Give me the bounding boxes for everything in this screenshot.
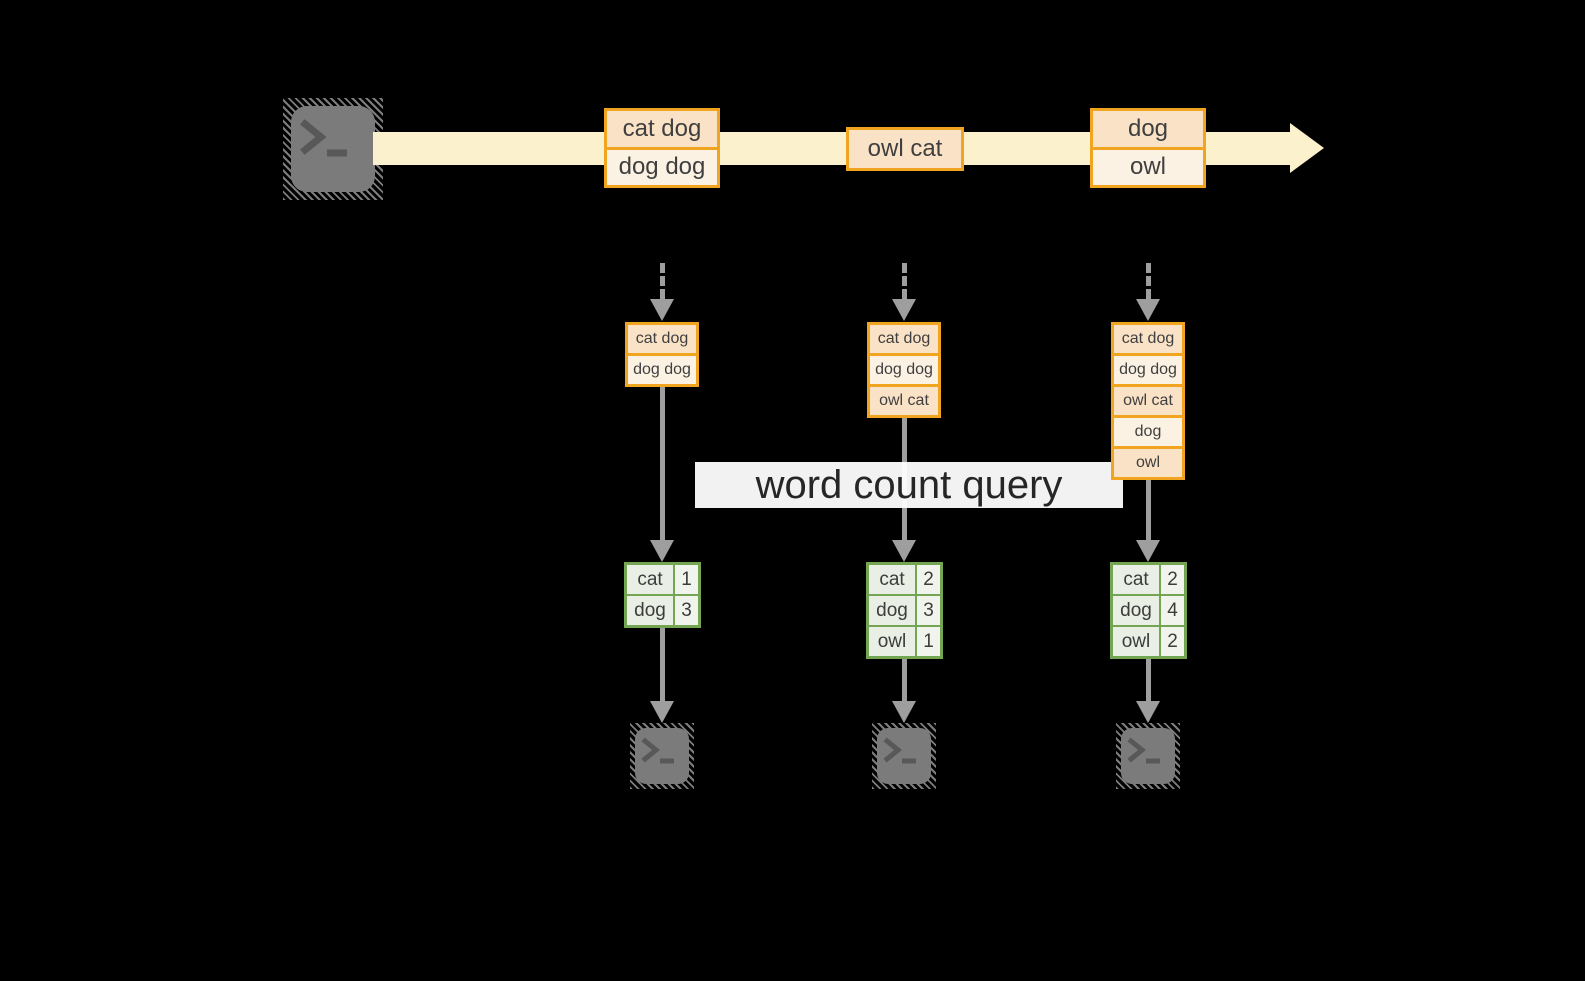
terminal-screen xyxy=(1121,728,1175,784)
input-buffer: cat dog dog dog xyxy=(625,322,699,387)
count-word: owl xyxy=(1113,627,1159,656)
buffer-line: cat dog xyxy=(1114,325,1182,353)
arrow-down-icon xyxy=(650,701,674,723)
count-value: 1 xyxy=(675,565,698,594)
event-word-line: cat dog xyxy=(607,111,717,147)
stream-timeline-arrowhead-icon xyxy=(1290,123,1324,173)
stream-event: owl cat xyxy=(846,127,964,171)
sink-terminal-icon xyxy=(630,723,694,789)
arrow-down-icon xyxy=(650,299,674,321)
count-word: dog xyxy=(627,596,673,625)
buffer-line: cat dog xyxy=(870,325,938,353)
input-buffer: cat dog dog dog owl cat xyxy=(867,322,941,418)
count-word: dog xyxy=(1113,596,1159,625)
arrow-down-icon xyxy=(1136,540,1160,562)
count-word: cat xyxy=(627,565,673,594)
arrow-down-icon xyxy=(892,701,916,723)
count-word: cat xyxy=(869,565,915,594)
arrow-down-icon xyxy=(1136,701,1160,723)
arrow-down-icon xyxy=(892,540,916,562)
event-word-line: owl cat xyxy=(849,130,961,168)
terminal-screen xyxy=(291,106,375,192)
event-word-line: dog dog xyxy=(607,146,717,185)
word-count-query-label: word count query xyxy=(695,462,1123,508)
dashed-arrow-line xyxy=(1146,263,1151,299)
count-word: owl xyxy=(869,627,915,656)
terminal-prompt-icon xyxy=(883,737,916,764)
buffer-line: dog dog xyxy=(1114,353,1182,384)
flow-arrow-line xyxy=(660,628,665,701)
event-word-line: owl xyxy=(1093,146,1203,185)
arrow-down-icon xyxy=(1136,299,1160,321)
count-table: cat 2 dog 4 owl 2 xyxy=(1110,562,1187,659)
count-value: 2 xyxy=(917,565,940,594)
buffer-line: owl cat xyxy=(1114,384,1182,415)
arrow-down-icon xyxy=(650,540,674,562)
event-word-line: dog xyxy=(1093,111,1203,147)
count-table: cat 2 dog 3 owl 1 xyxy=(866,562,943,659)
buffer-line: dog dog xyxy=(628,353,696,384)
buffer-line: cat dog xyxy=(628,325,696,353)
terminal-screen xyxy=(635,728,689,784)
dashed-arrow-line xyxy=(660,263,665,299)
arrow-down-icon xyxy=(892,299,916,321)
count-word: dog xyxy=(869,596,915,625)
count-value: 2 xyxy=(1161,565,1184,594)
input-buffer: cat dog dog dog owl cat dog owl xyxy=(1111,322,1185,480)
buffer-line: dog dog xyxy=(870,353,938,384)
count-value: 3 xyxy=(675,596,698,625)
buffer-line: owl cat xyxy=(870,384,938,415)
terminal-screen xyxy=(877,728,931,784)
count-value: 4 xyxy=(1161,596,1184,625)
terminal-prompt-icon xyxy=(300,119,347,157)
terminal-prompt-icon xyxy=(1127,737,1160,764)
sink-terminal-icon xyxy=(1116,723,1180,789)
count-value: 2 xyxy=(1161,627,1184,656)
dashed-arrow-line xyxy=(902,263,907,299)
count-value: 1 xyxy=(917,627,940,656)
stream-event: cat dog dog dog xyxy=(604,108,720,188)
flow-arrow-line xyxy=(1146,480,1151,540)
buffer-line: dog xyxy=(1114,415,1182,446)
flow-arrow-line xyxy=(1146,659,1151,701)
flow-arrow-line xyxy=(902,659,907,701)
count-table: cat 1 dog 3 xyxy=(624,562,701,628)
terminal-prompt-icon xyxy=(641,737,674,764)
source-terminal-icon xyxy=(283,98,383,200)
flow-arrow-line xyxy=(660,387,665,540)
sink-terminal-icon xyxy=(872,723,936,789)
count-word: cat xyxy=(1113,565,1159,594)
buffer-line: owl xyxy=(1114,446,1182,477)
count-value: 3 xyxy=(917,596,940,625)
stream-event: dog owl xyxy=(1090,108,1206,188)
